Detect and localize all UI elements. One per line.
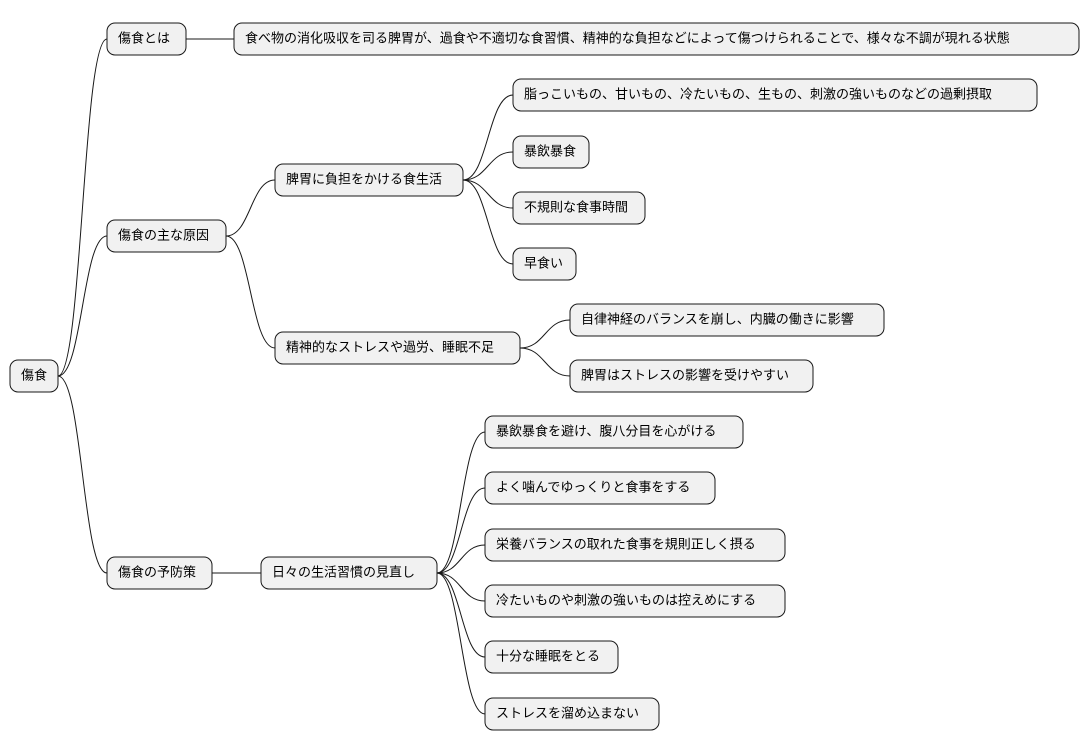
mindmap-node-level-3: 不規則な食事時間 (512, 191, 646, 225)
node-label: ストレスを溜め込まない (496, 707, 639, 722)
node-label: 傷食の主な原因 (118, 228, 209, 244)
mindmap-edges (57, 38, 571, 715)
node-box (274, 331, 521, 365)
mindmap-connector (225, 179, 276, 237)
node-box (106, 22, 187, 56)
node-label: 傷食の予防策 (118, 565, 196, 581)
node-label: 暴飲暴食 (524, 144, 576, 160)
node-box (9, 359, 59, 393)
mindmap-node-level-3: 早食い (512, 247, 577, 281)
root-node: 傷食 (9, 359, 59, 393)
node-box (484, 697, 660, 731)
node-label: 脂っこいもの、甘いもの、冷たいもの、生もの、刺激の強いものなどの過剰摂取 (524, 87, 992, 103)
mindmap-connector (57, 235, 108, 377)
node-label: 不規則な食事時間 (524, 200, 628, 216)
node-label: 食べ物の消化吸収を司る脾胃が、過食や不適切な食習慣、精神的な負担などによって傷つ… (245, 31, 1010, 47)
mindmap-connector (57, 38, 108, 377)
mindmap-node-level-3: よく噛んでゆっくりと食事をする (484, 471, 716, 505)
mindmap-connector (462, 179, 514, 265)
node-label: 十分な睡眠をとる (496, 650, 600, 665)
mindmap-node-level-3: 脾胃はストレスの影響を受けやすい (569, 359, 814, 393)
mindmap-node-level-3: 自律神経のバランスを崩し、内臓の働きに影響 (569, 303, 885, 337)
node-label: 暴飲暴食を避け、腹八分目を心がける (496, 424, 716, 440)
mindmap-node-level-3: 暴飲暴食を避け、腹八分目を心がける (484, 415, 744, 449)
node-box (260, 556, 438, 590)
mindmap-node-level-2: 食べ物の消化吸収を司る脾胃が、過食や不適切な食習慣、精神的な負担などによって傷つ… (233, 22, 1080, 56)
node-label: 精神的なストレスや過労、睡眠不足 (286, 340, 494, 356)
mindmap-node-level-3: ストレスを溜め込まない (484, 697, 660, 731)
mindmap-node-level-1: 傷食の主な原因 (106, 219, 227, 253)
mindmap-connector (57, 375, 108, 574)
mindmap-node-level-3: 冷たいものや刺激の強いものは控えめにする (484, 584, 786, 618)
mindmap-node-level-3: 十分な睡眠をとる (484, 640, 619, 674)
node-label: 自律神経のバランスを崩し、内臓の働きに影響 (581, 312, 854, 328)
node-box (569, 303, 885, 337)
mindmap-connector (436, 572, 486, 658)
mindmap-nodes: 傷食 傷食とは 食べ物の消化吸収を司る脾胃が、過食や不適切な食習慣、精神的な負担など… (9, 22, 1080, 731)
node-label: 傷食 (21, 368, 47, 384)
mindmap-connector (519, 319, 571, 349)
node-box (512, 78, 1038, 112)
mindmap-connector (436, 487, 486, 574)
mindmap-node-level-2: 精神的なストレスや過労、睡眠不足 (274, 331, 521, 365)
node-label: よく噛んでゆっくりと食事をする (496, 480, 690, 496)
node-box (274, 163, 464, 197)
mindmap-node-level-1: 傷食とは (106, 22, 187, 56)
node-box (106, 556, 213, 590)
mindmap-connector (462, 151, 514, 181)
node-box (484, 584, 786, 618)
node-label: 傷食とは (118, 31, 170, 47)
node-label: 日々の生活習慣の見直し (272, 565, 415, 581)
mindmap-connector (519, 347, 571, 377)
node-box (484, 471, 716, 505)
mindmap-connector (436, 572, 486, 715)
mindmap-connector (462, 94, 514, 181)
node-box (512, 191, 646, 225)
node-label: 脾胃はストレスの影響を受けやすい (581, 368, 789, 384)
node-box (233, 22, 1080, 56)
mindmap-node-level-3: 栄養バランスの取れた食事を規則正しく摂る (484, 528, 786, 562)
node-label: 脾胃に負担をかける食生活 (286, 172, 442, 188)
node-box (484, 640, 619, 674)
mindmap-connector (436, 431, 486, 574)
node-box (484, 528, 786, 562)
node-box (569, 359, 814, 393)
mindmap-node-level-2: 脾胃に負担をかける食生活 (274, 163, 464, 197)
node-box (484, 415, 744, 449)
mindmap-connector (436, 572, 486, 602)
node-label: 冷たいものや刺激の強いものは控えめにする (496, 594, 756, 609)
mindmap-node-level-3: 脂っこいもの、甘いもの、冷たいもの、生もの、刺激の強いものなどの過剰摂取 (512, 78, 1038, 112)
node-box (106, 219, 227, 253)
node-box (512, 135, 590, 169)
mindmap-node-level-1: 傷食の予防策 (106, 556, 213, 590)
mindmap-connector (462, 179, 514, 209)
mindmap-node-level-3: 暴飲暴食 (512, 135, 590, 169)
mindmap-connector (225, 235, 276, 349)
node-label: 栄養バランスの取れた食事を規則正しく摂る (496, 537, 756, 553)
node-label: 早食い (524, 256, 563, 272)
node-box (512, 247, 577, 281)
mindmap-node-level-2: 日々の生活習慣の見直し (260, 556, 438, 590)
mindmap-connector (436, 544, 486, 574)
